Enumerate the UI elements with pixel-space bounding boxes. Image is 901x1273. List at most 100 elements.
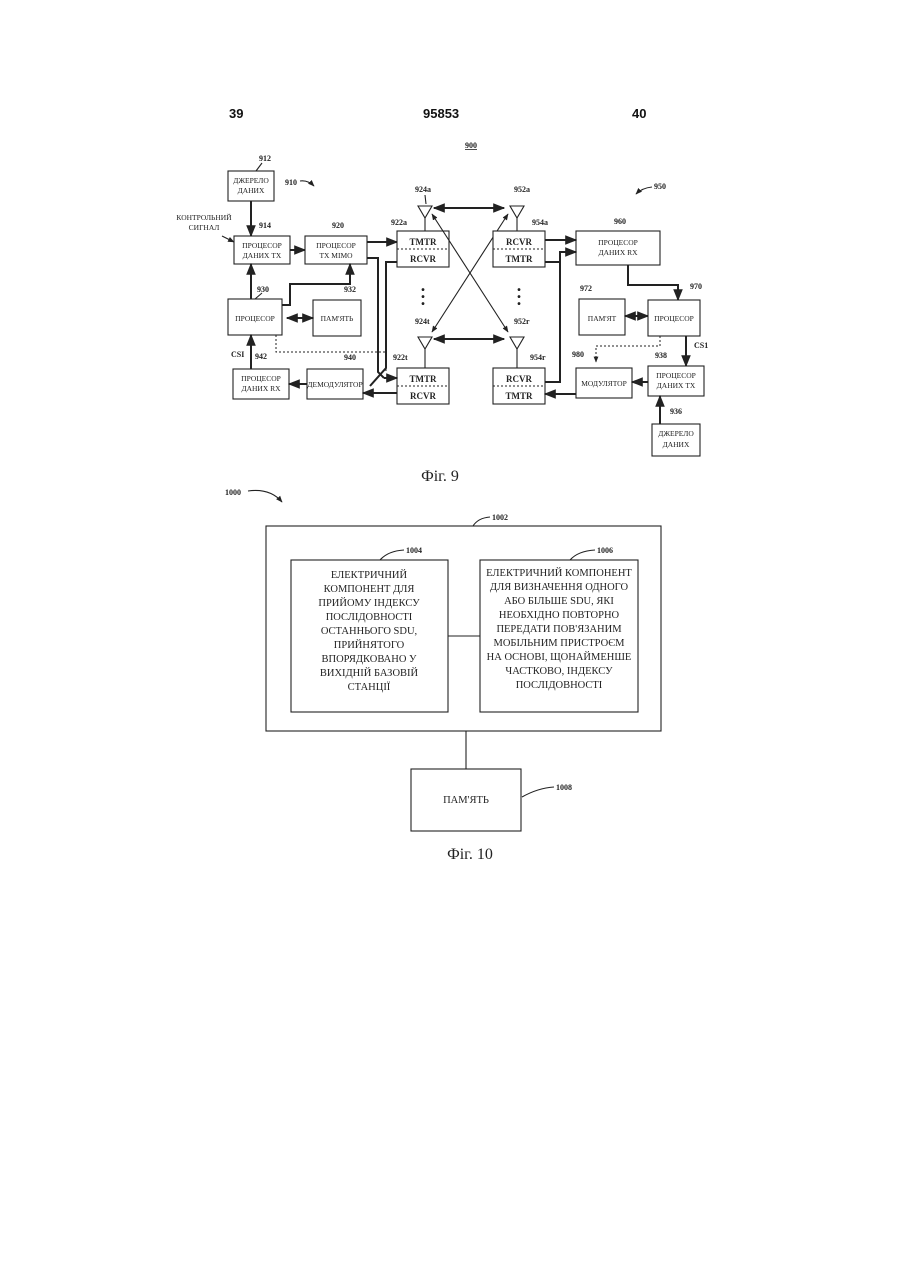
rx-data-processor-right-block: ПРОЦЕСОР ДАНИХ RX 960 bbox=[576, 217, 660, 265]
tx-data-processor-block: ПРОЦЕСОР ДАНИХ ТХ 914 bbox=[234, 221, 290, 264]
svg-text:СИГНАЛ: СИГНАЛ bbox=[189, 223, 220, 232]
svg-text:980: 980 bbox=[572, 350, 584, 359]
svg-text:ПРОЦЕСОР: ПРОЦЕСОР bbox=[598, 238, 638, 247]
svg-text:ПАМ'ЯТЬ: ПАМ'ЯТЬ bbox=[321, 314, 354, 323]
svg-text:922t: 922t bbox=[393, 353, 408, 362]
svg-text:ДЛЯ ВИЗНАЧЕННЯ ОДНОГО: ДЛЯ ВИЗНАЧЕННЯ ОДНОГО bbox=[490, 582, 629, 593]
svg-text:ПРОЦЕСОР: ПРОЦЕСОР bbox=[242, 241, 282, 250]
svg-text:972: 972 bbox=[580, 284, 592, 293]
antenna-952r: 952r bbox=[510, 317, 530, 368]
modulator-block: МОДУЛЯТОР 980 bbox=[572, 350, 632, 398]
svg-text:АБО БІЛЬШЕ SDU, ЯКІ: АБО БІЛЬШЕ SDU, ЯКІ bbox=[504, 596, 614, 607]
figure-10: 1000 1002 1004 ЕЛЕКТРИЧНИЙ КОМПОНЕНТ ДЛЯ… bbox=[225, 488, 661, 863]
svg-text:922a: 922a bbox=[391, 218, 407, 227]
component-1006: 1006 ЕЛЕКТРИЧНИЙ КОМПОНЕНТ ДЛЯ ВИЗНАЧЕНН… bbox=[480, 546, 638, 712]
svg-text:ПОСЛІДОВНОСТІ: ПОСЛІДОВНОСТІ bbox=[326, 612, 413, 623]
transceiver-922t: TMTR RCVR 922t bbox=[393, 353, 449, 404]
svg-text:ЕЛЕКТРИЧНИЙ КОМПОНЕНТ: ЕЛЕКТРИЧНИЙ КОМПОНЕНТ bbox=[486, 567, 632, 579]
svg-text:932: 932 bbox=[344, 285, 356, 294]
svg-text:НА ОСНОВІ, ЩОНАЙМЕНШЕ: НА ОСНОВІ, ЩОНАЙМЕНШЕ bbox=[487, 651, 632, 663]
svg-text:ЕЛЕКТРИЧНИЙ: ЕЛЕКТРИЧНИЙ bbox=[331, 569, 408, 581]
svg-text:954a: 954a bbox=[532, 218, 548, 227]
svg-text:1004: 1004 bbox=[406, 546, 422, 555]
svg-text:ОСТАННЬОГО SDU,: ОСТАННЬОГО SDU, bbox=[321, 626, 417, 637]
svg-text:ВПОРЯДКОВАНО У: ВПОРЯДКОВАНО У bbox=[322, 654, 418, 665]
svg-text:1006: 1006 bbox=[597, 546, 613, 555]
antenna-924t: 924t bbox=[415, 317, 432, 368]
svg-text:СТАНЦІЇ: СТАНЦІЇ bbox=[348, 681, 391, 693]
svg-text:1002: 1002 bbox=[492, 513, 508, 522]
svg-text:ПАМ'ЯТЬ: ПАМ'ЯТЬ bbox=[443, 795, 489, 806]
svg-text:924a: 924a bbox=[415, 185, 431, 194]
memory-1008: ПАМ'ЯТЬ 1008 bbox=[411, 769, 572, 831]
processor-right-block: ПРОЦЕСОР 970 bbox=[648, 282, 702, 336]
component-1004: 1004 ЕЛЕКТРИЧНИЙ КОМПОНЕНТ ДЛЯ ПРИЙОМУ І… bbox=[291, 546, 448, 712]
rx-data-processor-left-block: ПРОЦЕСОР ДАНИХ RX 942 bbox=[233, 352, 289, 399]
processor-left-block: ПРОЦЕСОР 930 bbox=[228, 285, 282, 335]
svg-text:ПРИЙНЯТОГО: ПРИЙНЯТОГО bbox=[334, 639, 405, 651]
transceiver-954r: RCVR TMTR 954r bbox=[493, 353, 546, 404]
svg-text:ДАНИХ ТХ: ДАНИХ ТХ bbox=[657, 381, 696, 390]
svg-text:ПАМ'ЯТ: ПАМ'ЯТ bbox=[588, 314, 617, 323]
svg-text:914: 914 bbox=[259, 221, 271, 230]
svg-text:960: 960 bbox=[614, 217, 626, 226]
tx-data-processor-right-block: ПРОЦЕСОР ДАНИХ ТХ 938 bbox=[648, 351, 704, 396]
tx-mimo-processor-block: ПРОЦЕСОР ТХ МІМО 920 bbox=[305, 221, 367, 264]
svg-text:1008: 1008 bbox=[556, 783, 572, 792]
figure-9: 900 910 950 ДЖЕРЕЛО ДАНИХ 912 КОНТРОЛЬНИ… bbox=[176, 141, 708, 485]
svg-text:ДЖЕРЕЛО: ДЖЕРЕЛО bbox=[233, 176, 269, 185]
antenna-952a: 952a bbox=[510, 185, 530, 231]
memory-right-block: ПАМ'ЯТ 972 bbox=[579, 284, 625, 335]
svg-text:942: 942 bbox=[255, 352, 267, 361]
svg-text:920: 920 bbox=[332, 221, 344, 230]
fig9-caption: Фіг. 9 bbox=[421, 468, 459, 485]
svg-text:936: 936 bbox=[670, 407, 682, 416]
csi-right-label: CS1 bbox=[694, 341, 708, 350]
svg-text:•: • bbox=[517, 299, 521, 310]
svg-text:970: 970 bbox=[690, 282, 702, 291]
svg-text:ЧАСТКОВО, ІНДЕКСУ: ЧАСТКОВО, ІНДЕКСУ bbox=[505, 666, 613, 677]
fig10-ref-1000: 1000 bbox=[225, 488, 241, 497]
svg-text:TMTR: TMTR bbox=[410, 237, 438, 247]
svg-text:ДАНИХ ТХ: ДАНИХ ТХ bbox=[243, 251, 282, 260]
ref-950: 950 bbox=[654, 182, 666, 191]
csi-left-label: CSI bbox=[231, 350, 244, 359]
fig10-caption: Фіг. 10 bbox=[447, 846, 493, 863]
svg-text:930: 930 bbox=[257, 285, 269, 294]
svg-text:ПРОЦЕСОР: ПРОЦЕСОР bbox=[241, 374, 281, 383]
svg-text:954r: 954r bbox=[530, 353, 546, 362]
svg-text:ПРОЦЕСОР: ПРОЦЕСОР bbox=[235, 314, 275, 323]
svg-text:938: 938 bbox=[655, 351, 667, 360]
fig9-ref-900: 900 bbox=[465, 141, 477, 150]
demodulator-block: ДЕМОДУЛЯТОР 940 bbox=[307, 353, 363, 399]
svg-text:TMTR: TMTR bbox=[506, 254, 534, 264]
svg-text:940: 940 bbox=[344, 353, 356, 362]
svg-text:912: 912 bbox=[259, 154, 271, 163]
svg-text:ПРОЦЕСОР: ПРОЦЕСОР bbox=[656, 371, 696, 380]
svg-text:952r: 952r bbox=[514, 317, 530, 326]
svg-text:TMTR: TMTR bbox=[410, 374, 438, 384]
svg-text:RCVR: RCVR bbox=[410, 254, 436, 264]
svg-text:ПРОЦЕСОР: ПРОЦЕСОР bbox=[316, 241, 356, 250]
svg-text:МОБІЛЬНИМ ПРИСТРОЄМ: МОБІЛЬНИМ ПРИСТРОЄМ bbox=[494, 638, 626, 649]
data-source-left-block: ДЖЕРЕЛО ДАНИХ 912 bbox=[228, 154, 274, 201]
svg-text:ПОСЛІДОВНОСТІ: ПОСЛІДОВНОСТІ bbox=[516, 680, 603, 691]
svg-text:ДАНИХ RX: ДАНИХ RX bbox=[598, 248, 638, 257]
svg-text:ДЕМОДУЛЯТОР: ДЕМОДУЛЯТОР bbox=[307, 380, 362, 389]
svg-text:ДАНИХ: ДАНИХ bbox=[663, 440, 690, 449]
ref-910: 910 bbox=[285, 178, 297, 187]
svg-text:952a: 952a bbox=[514, 185, 530, 194]
svg-text:ПРИЙОМУ ІНДЕКСУ: ПРИЙОМУ ІНДЕКСУ bbox=[318, 597, 420, 609]
svg-text:TMTR: TMTR bbox=[506, 391, 534, 401]
svg-text:•: • bbox=[421, 299, 425, 310]
memory-left-block: ПАМ'ЯТЬ 932 bbox=[313, 285, 361, 336]
svg-text:МОДУЛЯТОР: МОДУЛЯТОР bbox=[581, 379, 627, 388]
svg-text:RCVR: RCVR bbox=[410, 391, 436, 401]
svg-text:ПЕРЕДАТИ ПОВ'ЯЗАНИМ: ПЕРЕДАТИ ПОВ'ЯЗАНИМ bbox=[496, 624, 622, 635]
svg-text:924t: 924t bbox=[415, 317, 430, 326]
svg-text:ТХ МІМО: ТХ МІМО bbox=[319, 251, 353, 260]
transceiver-922a: TMTR RCVR 922a bbox=[391, 218, 449, 267]
svg-text:ДАНИХ: ДАНИХ bbox=[238, 186, 265, 195]
svg-text:НЕОБХІДНО ПОВТОРНО: НЕОБХІДНО ПОВТОРНО bbox=[499, 610, 620, 621]
